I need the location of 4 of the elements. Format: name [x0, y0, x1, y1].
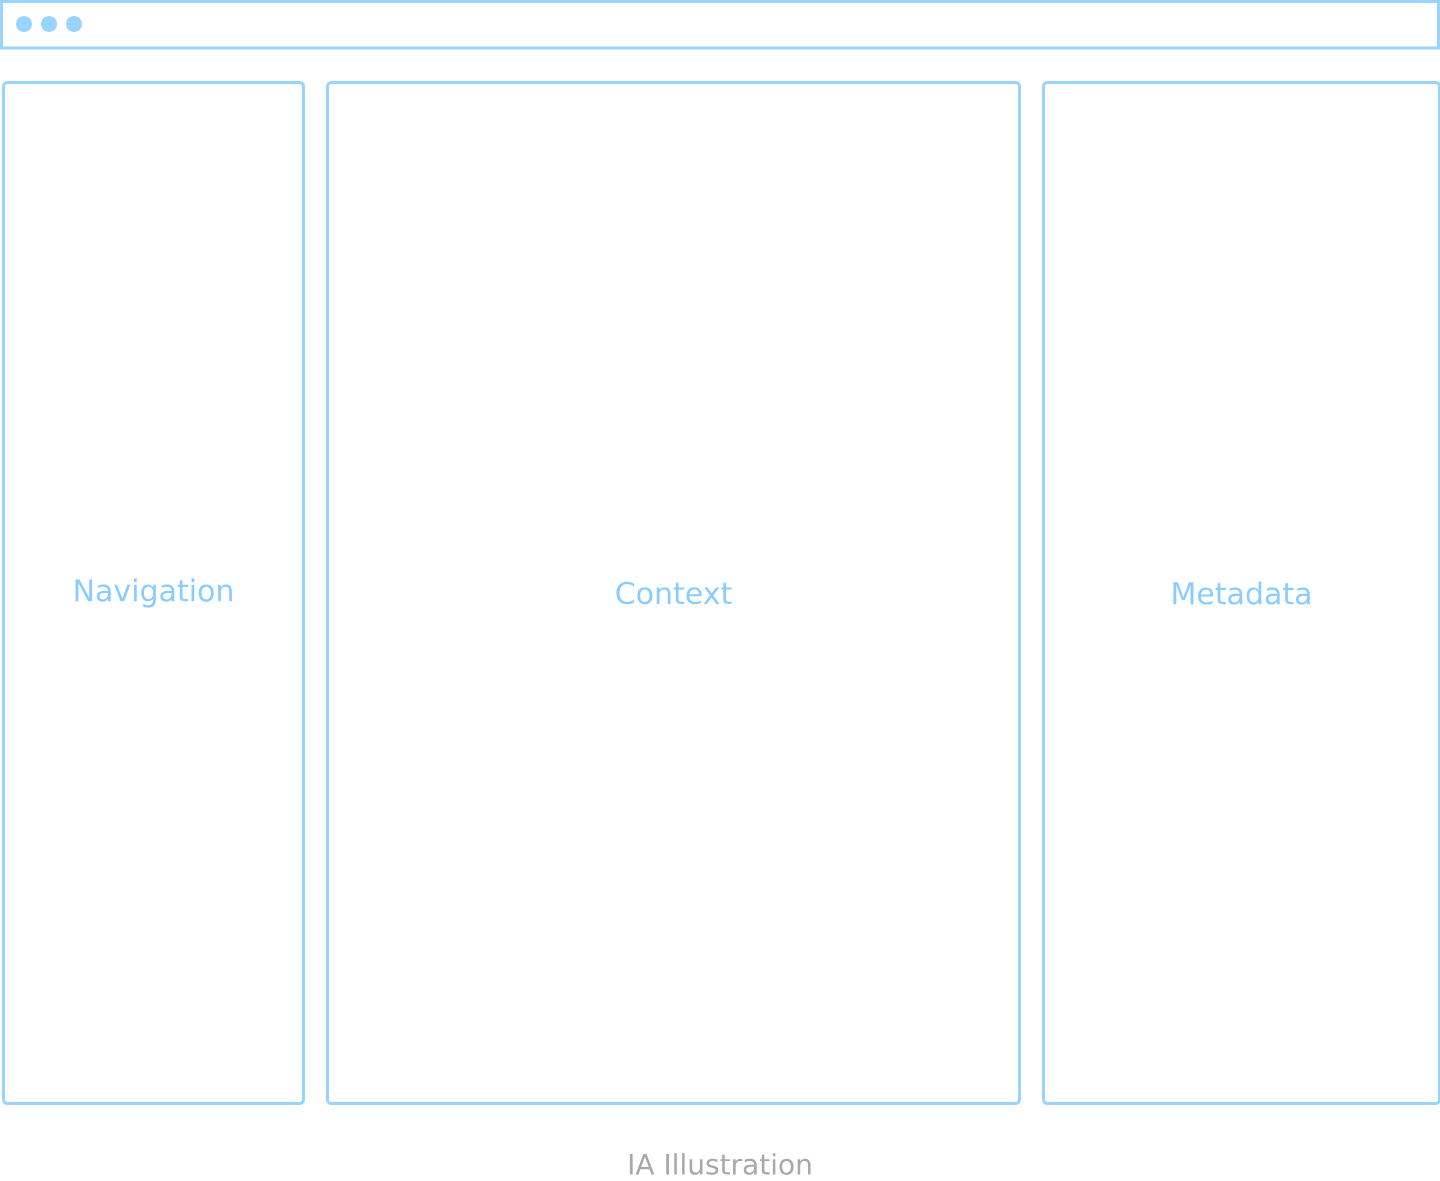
panel-box: Context [326, 81, 1021, 1105]
panel-box: Metadata [1042, 81, 1440, 1105]
panel-box: Navigation [2, 81, 305, 1105]
caption: IA Illustration [629, 1153, 811, 1175]
